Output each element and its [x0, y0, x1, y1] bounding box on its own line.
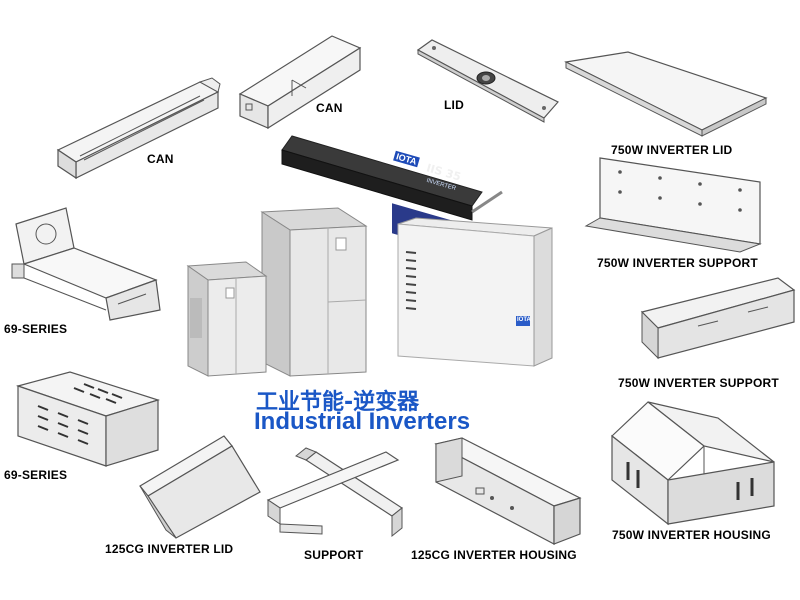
- inverter-750w-lid-label: 750W INVERTER LID: [611, 143, 733, 157]
- series-69-frame-svg: [11, 207, 161, 321]
- inverter-750w-support-2-label: 750W INVERTER SUPPORT: [618, 376, 779, 390]
- support-label: SUPPORT: [304, 548, 364, 562]
- inverter-125cg-lid-label: 125CG INVERTER LID: [105, 542, 234, 556]
- inverter-125cg-lid-svg: [139, 435, 261, 539]
- wall-mount-inverter-svg: [397, 217, 553, 367]
- inverter-750w-housing-drawing: [608, 398, 778, 526]
- lid-label: LID: [444, 98, 464, 112]
- inverter-750w-lid-drawing: [562, 50, 772, 140]
- can-box-svg: [238, 35, 362, 130]
- inverter-750w-support-2-svg: [640, 277, 796, 360]
- series-69-cover-drawing: [14, 370, 164, 470]
- inverter-125cg-housing-drawing: [432, 437, 582, 546]
- can-box-label: CAN: [316, 101, 343, 115]
- inverter-750w-support-1-svg: [584, 157, 762, 253]
- can-tray-svg: [56, 77, 221, 180]
- series-69-cover-svg: [15, 371, 161, 467]
- inverter-750w-support-1-label: 750W INVERTER SUPPORT: [597, 256, 758, 270]
- series-69-cover-label: 69-SERIES: [4, 468, 68, 482]
- title-chinese: 工业节能-逆变器: [256, 390, 420, 415]
- title-english: Industrial Inverters: [254, 408, 471, 435]
- inverter-125cg-housing-label: 125CG INVERTER HOUSING: [411, 548, 577, 562]
- inverter-750w-support-2-drawing: [638, 276, 798, 360]
- series-69-frame-label: 69-SERIES: [4, 322, 68, 336]
- inverter-750w-lid-svg: [564, 51, 768, 137]
- cabinet-inverters-svg: [186, 207, 368, 377]
- support-drawing: [266, 447, 416, 542]
- inverter-750w-support-1-drawing: [584, 152, 770, 256]
- inverter-750w-housing-label: 750W INVERTER HOUSING: [612, 528, 771, 542]
- can-tray-label: CAN: [147, 152, 174, 166]
- can-box-drawing: [236, 30, 366, 130]
- inverter-125cg-lid-drawing: [136, 432, 266, 542]
- series-69-frame-drawing: [6, 204, 166, 321]
- support-svg: [266, 447, 404, 538]
- cabinet-inverters-photo: [186, 206, 372, 378]
- lid-plate-drawing: [414, 36, 564, 126]
- wall-unit-logo: IOTA: [517, 317, 531, 323]
- wall-mount-inverter-photo: IOTA: [396, 217, 556, 368]
- inverter-125cg-housing-svg: [434, 437, 582, 545]
- inverter-750w-housing-svg: [611, 401, 775, 526]
- can-tray-drawing: [50, 77, 221, 188]
- lid-plate-svg: [416, 39, 559, 123]
